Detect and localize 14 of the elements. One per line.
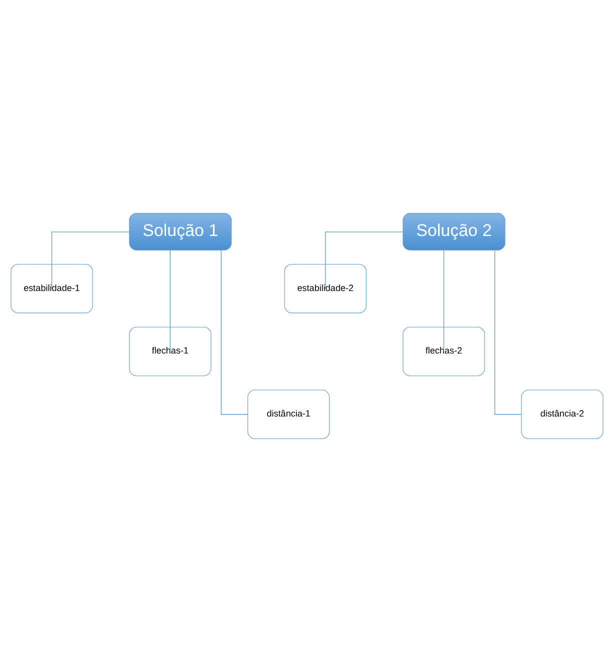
node-box: Solução 2 xyxy=(402,212,506,250)
node-box: flechas-2 xyxy=(402,326,485,376)
node-box: flechas-1 xyxy=(129,326,212,376)
connector xyxy=(51,232,130,289)
connector xyxy=(220,250,248,415)
connector xyxy=(443,250,444,352)
node-box: distância-2 xyxy=(521,390,604,440)
node-box: Solução 1 xyxy=(129,212,232,250)
node-box: estabilidade-2 xyxy=(284,264,366,314)
node-box: estabilidade-1 xyxy=(10,264,93,314)
connector xyxy=(494,250,522,415)
connector xyxy=(325,232,404,289)
connector xyxy=(170,250,171,352)
node-box: distância-1 xyxy=(248,390,330,440)
